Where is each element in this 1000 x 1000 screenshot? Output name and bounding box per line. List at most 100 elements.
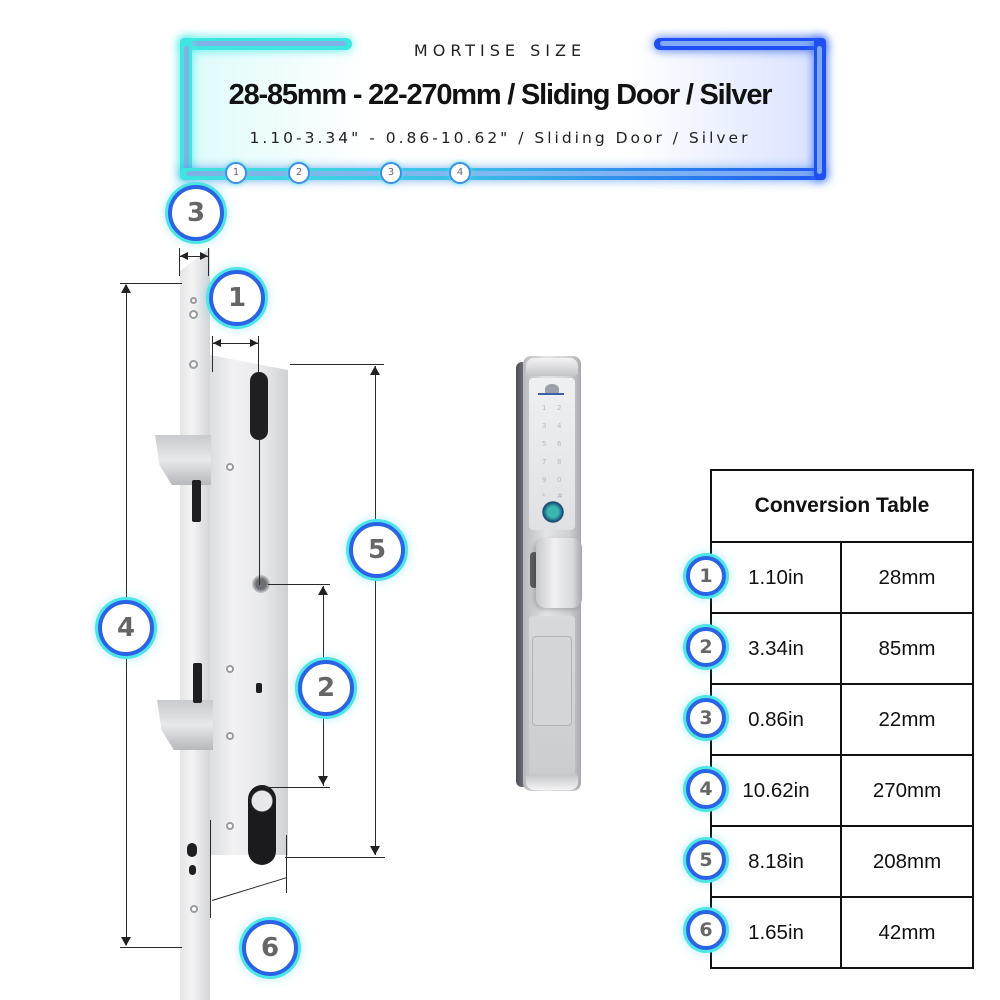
dim2-arrow-down xyxy=(318,776,328,785)
row-badge-6: 6 xyxy=(686,910,726,950)
table-row: 1.10in 28mm xyxy=(710,541,974,614)
fingerprint-sensor-icon[interactable] xyxy=(542,501,564,523)
case-small-slot xyxy=(256,683,262,693)
cell-inches: 0.86in xyxy=(710,683,842,756)
mini-badge-4: 4 xyxy=(449,162,471,184)
dim4-ext-bottom xyxy=(120,947,182,948)
banner-label: MORTISE SIZE xyxy=(413,41,587,60)
device-top-cap xyxy=(526,358,578,376)
keypad-key[interactable]: 8 xyxy=(557,458,562,466)
cell-mm: 28mm xyxy=(840,541,974,614)
keypad-key[interactable]: 2 xyxy=(557,404,562,412)
keypad-key[interactable]: 4 xyxy=(557,422,562,430)
lower-bolt-slot xyxy=(193,663,202,703)
dim3-line xyxy=(180,256,208,257)
frame-border-bottom-inner xyxy=(186,171,822,176)
lower-hook-bolt xyxy=(157,700,213,750)
faceplate-lower-hole xyxy=(187,843,197,857)
conversion-table: Conversion Table 1.10in 28mm 3.34in 85mm… xyxy=(710,469,974,969)
table-row: 8.18in 208mm xyxy=(710,825,974,898)
callout-badge-2: 2 xyxy=(298,660,354,716)
row-badge-1: 1 xyxy=(686,556,726,596)
device-bottom-cap xyxy=(526,774,578,790)
mortise-lock-diagram: 3 1 5 4 2 6 xyxy=(0,180,480,1000)
dim6-ext-left xyxy=(210,820,211,918)
frame-border-top-left-inner xyxy=(186,41,346,46)
device-handle[interactable] xyxy=(536,538,582,608)
dim3-arrow-right xyxy=(200,252,208,260)
banner-title: 28-85mm - 22-270mm / Sliding Door / Silv… xyxy=(228,79,773,111)
dim5-arrow-down xyxy=(370,846,380,855)
upper-hook-bolt xyxy=(155,435,211,485)
dim4-arrow-up xyxy=(121,284,131,293)
dim2-ext-bottom xyxy=(265,787,330,788)
keypad-key[interactable]: 0 xyxy=(557,476,562,484)
case-screw-hole xyxy=(226,665,234,673)
keypad-key[interactable]: 5 xyxy=(542,440,547,448)
case-screw-hole xyxy=(226,732,234,740)
cell-inches: 10.62in xyxy=(710,754,842,827)
key-cover[interactable] xyxy=(532,636,572,726)
keypad-key[interactable]: 9 xyxy=(542,476,547,484)
dim6-ext-right xyxy=(286,835,287,893)
keypad-key[interactable]: 1 xyxy=(542,404,547,412)
dim5-ext-top xyxy=(290,364,384,365)
dim1-arrow-left xyxy=(213,339,221,347)
callout-badge-1: 1 xyxy=(209,270,265,326)
dim2-arrow-up xyxy=(318,586,328,595)
table-row: 3.34in 85mm xyxy=(710,612,974,685)
dim1-ext-left xyxy=(212,336,213,372)
mini-badge-2: 2 xyxy=(288,162,310,184)
cell-mm: 85mm xyxy=(840,612,974,685)
faceplate-screw-hole xyxy=(189,310,198,319)
conversion-table-title: Conversion Table xyxy=(710,469,974,543)
dim6-line xyxy=(211,877,287,901)
mini-badge-3: 3 xyxy=(380,162,402,184)
cell-inches: 1.10in xyxy=(710,541,842,614)
table-row: 10.62in 270mm xyxy=(710,754,974,827)
dim4-ext-top xyxy=(120,283,182,284)
cell-mm: 208mm xyxy=(840,825,974,898)
dim5-line xyxy=(375,366,376,855)
frame-border-left-inner xyxy=(184,46,189,174)
dim2-ext-top xyxy=(268,584,330,585)
table-row: 1.65in 42mm xyxy=(710,896,974,969)
mortise-size-banner: MORTISE SIZE 28-85mm - 22-270mm / Slidin… xyxy=(0,0,1000,200)
case-screw-hole xyxy=(226,822,234,830)
spindle-hole xyxy=(252,575,270,593)
keypad-key[interactable]: # xyxy=(557,492,563,500)
dim3-ext-right xyxy=(208,248,209,276)
dim5-ext-bottom xyxy=(285,857,385,858)
cell-mm: 270mm xyxy=(840,754,974,827)
row-badge-4: 4 xyxy=(686,769,726,809)
keypad-key[interactable]: * xyxy=(542,492,546,500)
mini-badge-1: 1 xyxy=(225,162,247,184)
dim4-arrow-down xyxy=(121,937,131,946)
faceplate-screw-hole xyxy=(189,360,198,369)
cell-inches: 8.18in xyxy=(710,825,842,898)
latch-slot xyxy=(250,372,268,440)
lock-faceplate xyxy=(180,248,210,1000)
device-logo-line xyxy=(538,393,564,395)
keypad-key[interactable]: 7 xyxy=(542,458,547,466)
table-row: 0.86in 22mm xyxy=(710,683,974,756)
cylinder-hole xyxy=(248,785,276,865)
dim3-ext-left xyxy=(179,248,180,276)
latch-to-spindle-line xyxy=(259,440,260,585)
callout-badge-3: 3 xyxy=(168,185,224,241)
cell-mm: 22mm xyxy=(840,683,974,756)
device-logo-icon xyxy=(545,384,559,394)
dim1-line xyxy=(213,343,258,344)
dim3-arrow-left xyxy=(180,252,188,260)
keypad-key[interactable]: 6 xyxy=(557,440,562,448)
banner-subtitle: 1.10-3.34" - 0.86-10.62" / Sliding Door … xyxy=(249,129,751,147)
dim5-arrow-up xyxy=(370,366,380,375)
row-badge-5: 5 xyxy=(686,840,726,880)
callout-badge-6: 6 xyxy=(242,920,298,976)
frame-border-right-inner xyxy=(817,46,822,174)
case-screw-hole xyxy=(226,463,234,471)
keypad-key[interactable]: 3 xyxy=(542,422,547,430)
frame-border-top-right-inner xyxy=(660,41,820,46)
cell-inches: 1.65in xyxy=(710,896,842,969)
smart-lock-device: 1 2 3 4 5 6 7 8 9 0 * # xyxy=(516,356,588,791)
